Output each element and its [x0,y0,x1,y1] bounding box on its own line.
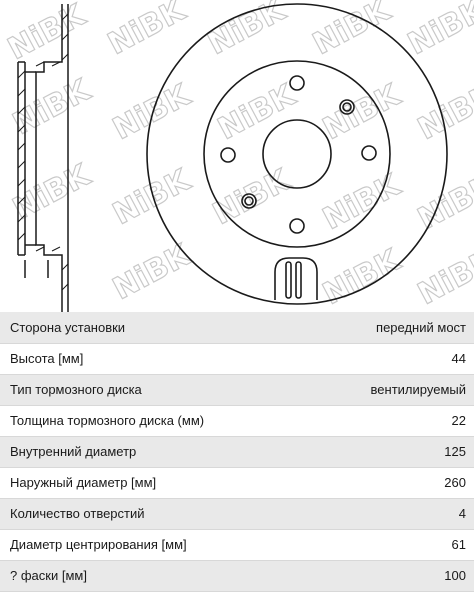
table-row: ? фаски [мм] 100 [0,560,474,592]
svg-text:NiBK: NiBK [207,162,297,232]
svg-text:NiBK: NiBK [202,0,292,62]
spec-value: вентилируемый [237,374,474,406]
svg-text:NiBK: NiBK [7,72,97,142]
spec-label: Тип тормозного диска [0,374,237,406]
spec-label: Количество отверстий [0,498,237,530]
specifications-table: Сторона установки передний мост Высота [… [0,312,474,592]
spec-value: 4 [237,498,474,530]
table-row: Тип тормозного диска вентилируемый [0,374,474,406]
spec-value: 61 [237,529,474,561]
disc-side-section [17,4,69,312]
svg-text:NiBK: NiBK [107,237,197,307]
svg-text:NiBK: NiBK [212,77,302,147]
svg-text:NiBK: NiBK [7,157,97,227]
spec-label: ? фаски [мм] [0,560,237,592]
svg-text:NiBK: NiBK [2,0,92,67]
table-row: Высота [мм] 44 [0,343,474,375]
spec-label: Толщина тормозного диска (мм) [0,405,237,437]
svg-text:NiBK: NiBK [402,0,474,62]
table-row: Диаметр центрирования [мм] 61 [0,529,474,561]
spec-value: передний мост [237,312,474,344]
spec-label: Высота [мм] [0,343,237,375]
table-row: Наружный диаметр [мм] 260 [0,467,474,499]
svg-text:NiBK: NiBK [317,242,407,312]
table-row: Сторона установки передний мост [0,312,474,344]
table-row: Толщина тормозного диска (мм) 22 [0,405,474,437]
brake-disc-drawing: NiBK NiBK NiBK NiBK NiBK NiBK NiBK NiBK … [2,0,474,313]
svg-text:NiBK: NiBK [107,162,197,232]
spec-value: 22 [237,405,474,437]
spec-value: 44 [237,343,474,375]
spec-label: Сторона установки [0,312,237,344]
table-row: Количество отверстий 4 [0,498,474,530]
section-hatching [17,13,69,291]
svg-text:NiBK: NiBK [412,77,474,147]
spec-label: Диаметр центрирования [мм] [0,529,237,561]
spec-value: 100 [237,560,474,592]
disc-front-view [146,3,448,305]
svg-text:NiBK: NiBK [412,167,474,237]
svg-text:NiBK: NiBK [102,0,192,62]
spec-value: 260 [237,467,474,499]
spec-value: 125 [237,436,474,468]
svg-text:NiBK: NiBK [412,242,474,312]
spec-label: Внутренний диаметр [0,436,237,468]
spec-label: Наружный диаметр [мм] [0,467,237,499]
svg-text:NiBK: NiBK [317,167,407,237]
table-row: Внутренний диаметр 125 [0,436,474,468]
brand-watermark: NiBK NiBK NiBK NiBK NiBK NiBK NiBK NiBK … [2,0,474,313]
product-drawing: NiBK NiBK NiBK NiBK NiBK NiBK NiBK NiBK … [0,0,474,313]
